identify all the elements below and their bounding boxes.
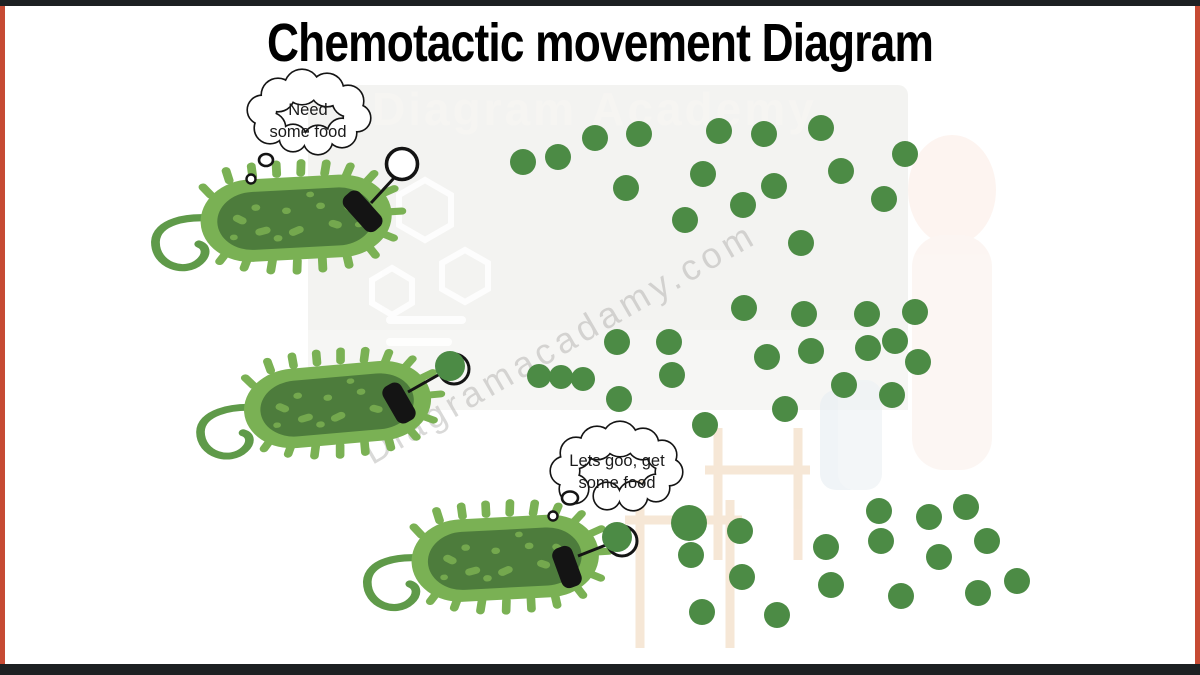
food-particle: [882, 328, 908, 354]
bubble-1-line-1: Need: [288, 101, 327, 119]
food-particle: [892, 141, 918, 167]
bubble-3-line-1: Lets goo, get: [569, 452, 665, 470]
sensor-magnifier-empty: [342, 146, 420, 233]
food-particle: [953, 494, 979, 520]
bubble-tail-circle: [257, 152, 275, 168]
food-particle: [582, 125, 608, 151]
food-particle: [831, 372, 857, 398]
food-particle: [871, 186, 897, 212]
food-particle: [879, 382, 905, 408]
captured-food-particle: [435, 351, 465, 381]
food-particle: [689, 599, 715, 625]
food-particle: [731, 295, 757, 321]
frame-bottom-bar: [0, 664, 1200, 675]
thought-bubble-3: Lets goo, get some food: [547, 420, 684, 522]
food-particle: [855, 335, 881, 361]
food-particle: [1004, 568, 1030, 594]
faint-hexagon-molecules: [369, 176, 491, 346]
food-particle: [754, 344, 780, 370]
food-particle: [613, 175, 639, 201]
food-particle: [549, 365, 573, 389]
faint-teacher-figure: [820, 135, 996, 490]
food-particle: [671, 505, 707, 541]
bubble-tail-circle: [547, 510, 559, 522]
food-particle: [828, 158, 854, 184]
bubble-tail-circle: [560, 490, 580, 506]
food-particle: [571, 367, 595, 391]
captured-food-particle: [602, 522, 632, 552]
food-particle: [727, 518, 753, 544]
food-particle: [791, 301, 817, 327]
food-particle: [626, 121, 652, 147]
bubble-1-line-2: some food: [269, 123, 346, 141]
food-particle: [808, 115, 834, 141]
food-particle: [751, 121, 777, 147]
food-particle: [818, 572, 844, 598]
food-particle: [868, 528, 894, 554]
food-particle: [656, 329, 682, 355]
food-particle: [854, 301, 880, 327]
food-particle: [764, 602, 790, 628]
frame-left-strip: [0, 6, 5, 664]
food-particle: [788, 230, 814, 256]
faint-board: [308, 85, 908, 385]
food-particle: [926, 544, 952, 570]
food-particle: [606, 386, 632, 412]
sensor-magnifier-food-2: [552, 522, 639, 589]
food-particle: [866, 498, 892, 524]
food-particle: [772, 396, 798, 422]
page-title: Chemotactic movement Diagram: [266, 13, 934, 73]
food-particle: [706, 118, 732, 144]
frame-right-strip: [1195, 6, 1200, 664]
food-particle: [965, 580, 991, 606]
food-particle: [798, 338, 824, 364]
food-particle: [672, 207, 698, 233]
food-particle: [730, 192, 756, 218]
food-particle: [888, 583, 914, 609]
food-particle: [545, 144, 571, 170]
food-particle: [510, 149, 536, 175]
thought-bubble-1: Need some food: [245, 68, 372, 185]
bubble-3-line-2: some food: [578, 474, 655, 492]
sensor-magnifier-food: [382, 351, 471, 424]
food-particle: [729, 564, 755, 590]
food-particle: [813, 534, 839, 560]
food-particle: [902, 299, 928, 325]
food-particle: [692, 412, 718, 438]
food-particle: [659, 362, 685, 388]
food-particle: [604, 329, 630, 355]
food-particle: [690, 161, 716, 187]
bubble-tail-circle: [245, 173, 257, 185]
food-particle: [916, 504, 942, 530]
food-particle: [905, 349, 931, 375]
food-particle: [761, 173, 787, 199]
frame-top-bar: [0, 0, 1200, 6]
food-particle: [678, 542, 704, 568]
food-particle: [974, 528, 1000, 554]
food-particle: [527, 364, 551, 388]
